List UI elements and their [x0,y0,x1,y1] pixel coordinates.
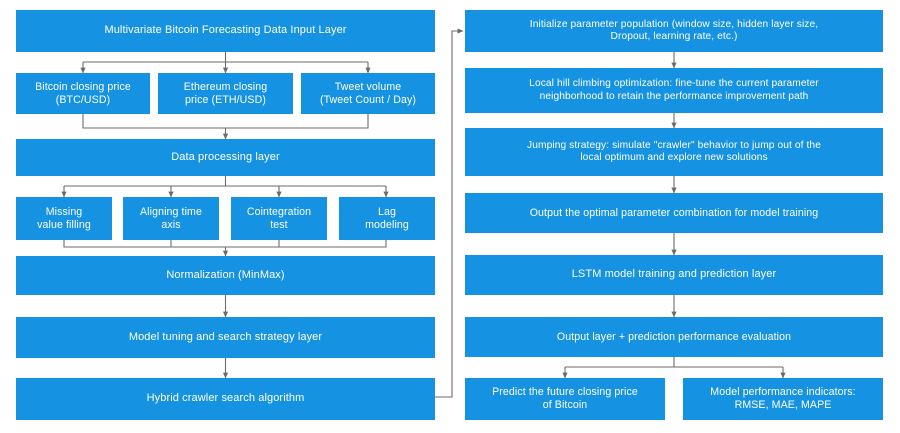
node-output-layer-evaluation-label: Output layer + prediction performance ev… [556,330,792,343]
node-initialize-parameters-label: Initialize parameter population (window … [529,18,819,42]
node-data-processing-layer[interactable]: Data processing layer [16,139,435,176]
node-source-tweet-volume[interactable]: Tweet volume (Tweet Count / Day) [301,73,435,114]
node-step-missing-value-filling-label: Missing value filling [37,205,91,231]
node-hybrid-crawler-search-label: Hybrid crawler search algorithm [146,392,305,405]
node-initialize-parameters[interactable]: Initialize parameter population (window … [465,10,883,52]
node-input-layer-label: Multivariate Bitcoin Forecasting Data In… [104,24,347,37]
node-result-predict-price[interactable]: Predict the future closing price of Bitc… [465,378,665,420]
node-step-cointegration-test[interactable]: Cointegration test [231,197,327,240]
node-step-aligning-time-axis[interactable]: Aligning time axis [123,197,219,240]
node-step-cointegration-test-label: Cointegration test [246,205,312,231]
node-step-lag-modeling[interactable]: Lag modeling [339,197,435,240]
node-result-predict-price-label: Predict the future closing price of Bitc… [492,386,638,411]
node-source-bitcoin-label: Bitcoin closing price (BTC/USD) [35,80,131,106]
node-jumping-strategy-label: Jumping strategy: simulate "crawler" beh… [527,139,821,163]
node-source-ethereum[interactable]: Ethereum closing price (ETH/USD) [158,73,293,114]
node-optimal-parameter-output[interactable]: Output the optimal parameter combination… [465,193,883,233]
node-source-ethereum-label: Ethereum closing price (ETH/USD) [183,80,268,106]
node-source-bitcoin[interactable]: Bitcoin closing price (BTC/USD) [16,73,150,114]
node-result-performance-indicators[interactable]: Model performance indicators: RMSE, MAE,… [683,378,883,420]
node-hybrid-crawler-search[interactable]: Hybrid crawler search algorithm [16,378,435,420]
node-lstm-training-layer[interactable]: LSTM model training and prediction layer [465,255,883,295]
node-model-tuning-layer-label: Model tuning and search strategy layer [128,330,323,343]
node-model-tuning-layer[interactable]: Model tuning and search strategy layer [16,317,435,358]
node-local-hill-climbing[interactable]: Local hill climbing optimization: fine-t… [465,68,883,113]
node-step-aligning-time-axis-label: Aligning time axis [140,205,202,231]
node-result-performance-indicators-label: Model performance indicators: RMSE, MAE,… [710,386,856,411]
node-step-missing-value-filling[interactable]: Missing value filling [16,197,112,240]
node-local-hill-climbing-label: Local hill climbing optimization: fine-t… [529,78,819,102]
node-data-processing-layer-label: Data processing layer [171,150,280,163]
node-normalization-label: Normalization (MinMax) [166,268,285,281]
node-input-layer[interactable]: Multivariate Bitcoin Forecasting Data In… [16,10,435,52]
node-lstm-training-layer-label: LSTM model training and prediction layer [571,268,777,281]
node-step-lag-modeling-label: Lag modeling [365,205,409,231]
node-normalization[interactable]: Normalization (MinMax) [16,256,435,295]
node-source-tweet-volume-label: Tweet volume (Tweet Count / Day) [319,80,417,106]
node-optimal-parameter-output-label: Output the optimal parameter combination… [529,206,819,219]
node-output-layer-evaluation[interactable]: Output layer + prediction performance ev… [465,317,883,357]
node-jumping-strategy[interactable]: Jumping strategy: simulate "crawler" beh… [465,128,883,176]
